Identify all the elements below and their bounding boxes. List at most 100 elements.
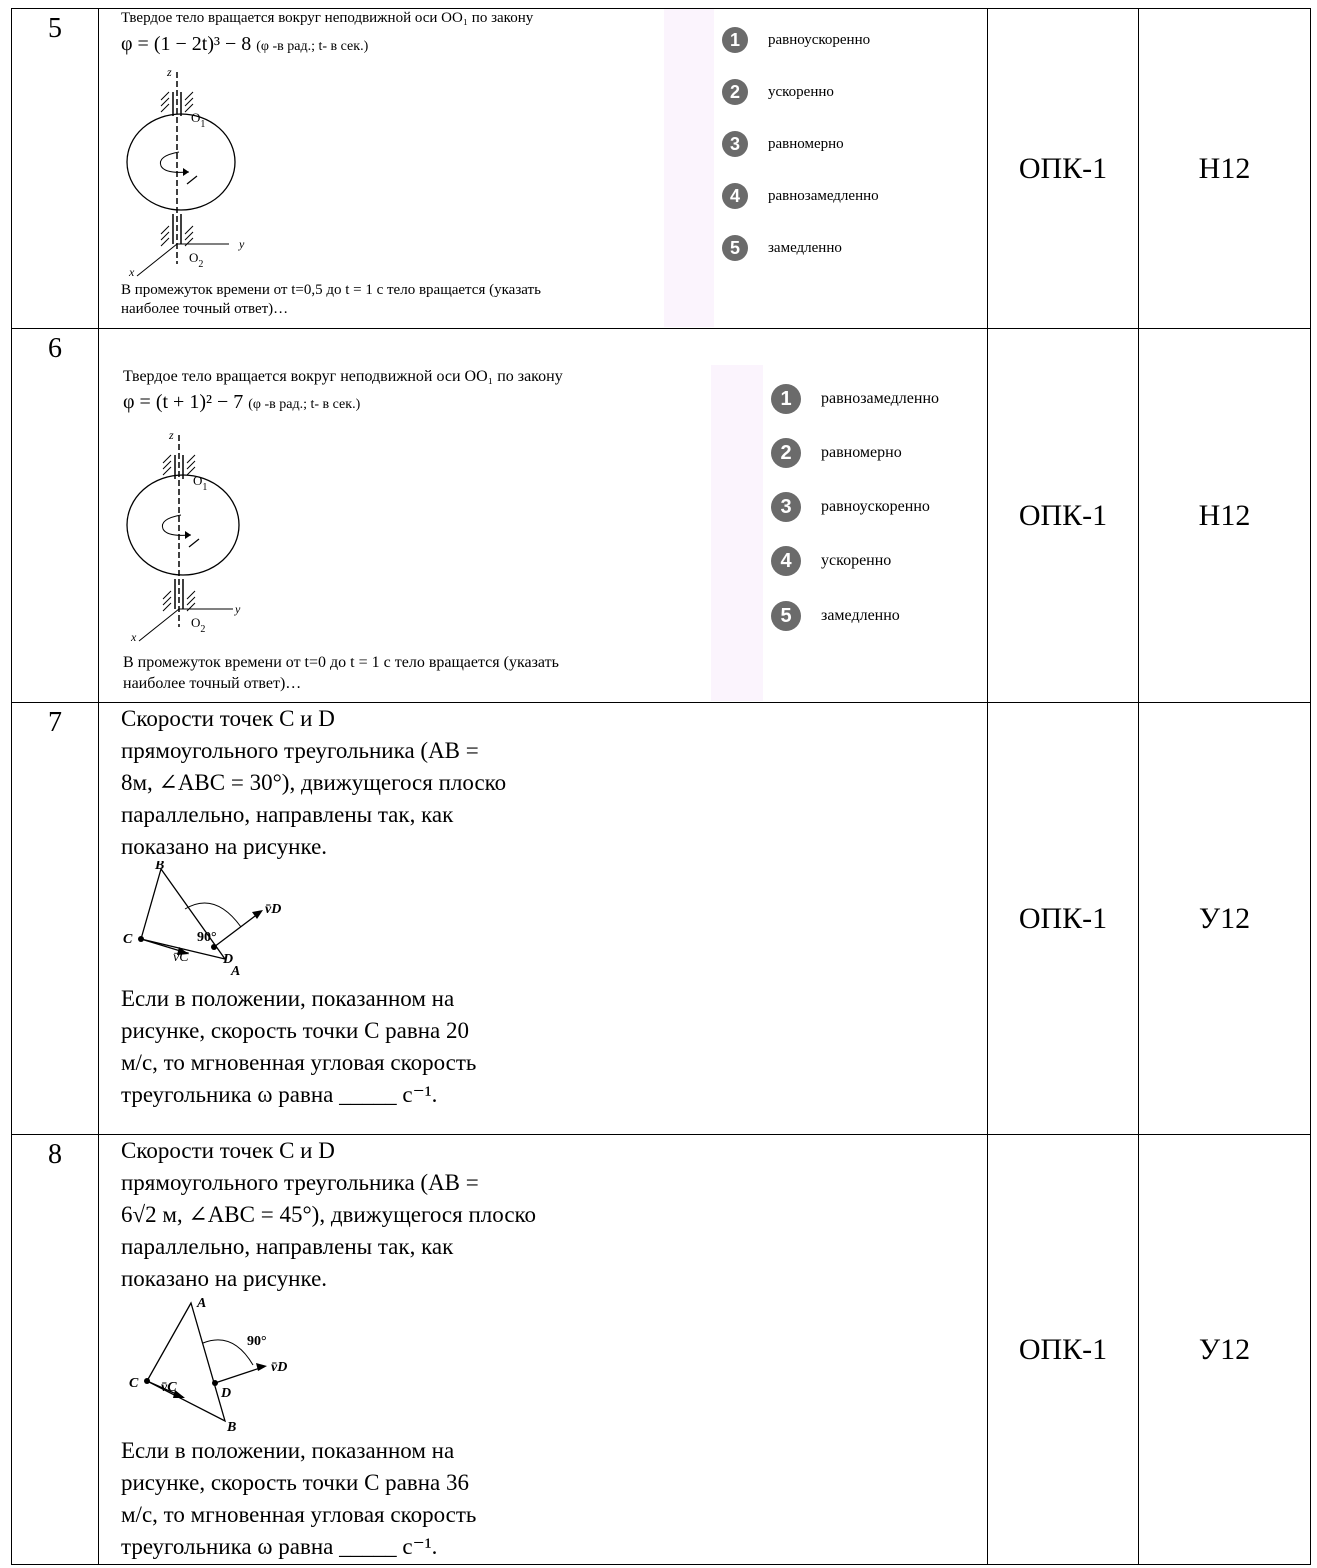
axis-label-z: z xyxy=(168,428,174,442)
table-row: 8 Скорости точек C и D прямоугольного тр… xyxy=(11,1134,1311,1565)
answer-option[interactable]: 5 замедленно xyxy=(771,601,900,631)
competence-code: ОПК-1 xyxy=(987,702,1139,1135)
triangle-figure: B C D A 90° v̄C v̄D xyxy=(123,861,281,979)
option-text: ускоренно xyxy=(768,83,834,100)
option-number-badge: 4 xyxy=(722,183,748,209)
indicator-code: У12 xyxy=(1138,702,1311,1135)
task-content: Скорости точек C и D прямоугольного треу… xyxy=(98,702,988,1135)
task-formula: φ = (1 − 2t)³ − 8 (φ -в рад.; t- в сек.) xyxy=(121,33,368,56)
task-text-bottom: Если в положении, показанном на рисунке,… xyxy=(121,983,476,1111)
answer-option[interactable]: 4 ускоренно xyxy=(771,546,891,576)
label-o2: O2 xyxy=(191,615,205,635)
formula-expression: φ = (1 − 2t)³ − 8 xyxy=(121,33,252,55)
task-line: Если в положении, показанном на xyxy=(121,1438,455,1463)
option-number-badge: 2 xyxy=(722,79,748,105)
task-text-top: Скорости точек C и D прямоугольного треу… xyxy=(121,1135,536,1295)
option-text: ускоренно xyxy=(821,552,892,569)
task-number: 8 xyxy=(11,1134,99,1565)
task-content: Твердое тело вращается вокруг неподвижно… xyxy=(98,8,988,329)
task-number: 7 xyxy=(11,702,99,1135)
option-number-badge: 5 xyxy=(722,235,748,261)
option-text: равноускоренно xyxy=(768,31,871,48)
task-content: Твердое тело вращается вокруг неподвижно… xyxy=(98,328,988,703)
velocity-label-c: v̄C xyxy=(173,950,189,965)
task-line: 8м, ∠ABC = 30°), движущегося плоско xyxy=(121,770,507,795)
answer-option[interactable]: 3 равномерно xyxy=(722,131,844,157)
label-o1: O1 xyxy=(191,110,205,130)
task-content: Скорости точек C и D прямоугольного треу… xyxy=(98,1134,988,1565)
answer-option[interactable]: 2 ускоренно xyxy=(722,79,834,105)
task-line: м/с, то мгновенная угловая скорость xyxy=(121,1050,477,1075)
triangle-figure: A C D B 90° v̄C v̄D xyxy=(129,1296,287,1435)
point-label-a: A xyxy=(230,964,240,979)
point-label-d: D xyxy=(220,1386,231,1401)
formula-expression: φ = (t + 1)² − 7 xyxy=(123,391,244,413)
table-row: 5 Твердое тело вращается вокруг неподвиж… xyxy=(11,8,1311,329)
velocity-label-c: v̄C xyxy=(161,1380,177,1395)
competence-code: ОПК-1 xyxy=(987,1134,1139,1565)
answer-option[interactable]: 1 равноускоренно xyxy=(722,27,870,53)
task-text-bottom: Если в положении, показанном на рисунке,… xyxy=(121,1435,476,1563)
answer-option[interactable]: 4 равнозамедленно xyxy=(722,183,879,209)
point-label-b: B xyxy=(154,861,164,873)
angle-label: 90° xyxy=(247,1334,267,1349)
task-line: рисунке, скорость точки C равна 36 xyxy=(121,1470,469,1495)
option-number-badge: 1 xyxy=(771,384,801,414)
tasks-table: 5 Твердое тело вращается вокруг неподвиж… xyxy=(11,8,1311,1565)
task-question-line: наиболее точный ответ)… xyxy=(123,675,302,692)
table-row: 6 Твердое тело вращается вокруг неподвиж… xyxy=(11,328,1311,703)
label-o1: O1 xyxy=(193,473,207,493)
task-question-line: В промежуток времени от t=0 до t = 1 с т… xyxy=(123,654,559,671)
task-line: параллельно, направлены так, как xyxy=(121,802,454,827)
task-line: Если в положении, показанном на xyxy=(121,986,455,1011)
task-line: треугольника ω равна _____ с⁻¹. xyxy=(121,1082,438,1107)
option-text: равномерно xyxy=(768,135,844,152)
task-number: 6 xyxy=(11,328,99,703)
indicator-code: У12 xyxy=(1138,1134,1311,1565)
option-number-badge: 4 xyxy=(771,546,801,576)
angle-label: 90° xyxy=(197,930,217,945)
option-text: замедленно xyxy=(821,607,900,624)
point-label-c: C xyxy=(123,932,133,947)
indicator-code: Н12 xyxy=(1138,328,1311,703)
task-intro: Твердое тело вращается вокруг неподвижно… xyxy=(123,368,563,385)
point-label-d: D xyxy=(222,952,233,967)
option-text: равномерно xyxy=(821,444,902,461)
option-text: равнозамедленно xyxy=(821,390,940,407)
task-line: показано на рисунке. xyxy=(121,834,328,859)
option-number-badge: 5 xyxy=(771,601,801,631)
formula-units: (φ -в рад.; t- в сек.) xyxy=(256,39,369,54)
velocity-label-d: v̄D xyxy=(271,1360,287,1375)
task-line: Скорости точек C и D xyxy=(121,706,335,731)
task-intro: Твердое тело вращается вокруг неподвижно… xyxy=(121,10,534,26)
task-line: прямоугольного треугольника (AB = xyxy=(121,738,479,763)
task-number: 5 xyxy=(11,8,99,329)
task-question-line: В промежуток времени от t=0,5 до t = 1 с… xyxy=(121,282,541,298)
task-line: 6√2 м, ∠ABC = 45°), движущегося плоско xyxy=(121,1202,537,1227)
axis-label-x: x xyxy=(128,265,135,279)
answer-option[interactable]: 1 равнозамедленно xyxy=(771,384,939,414)
task-formula: φ = (t + 1)² − 7 (φ -в рад.; t- в сек.) xyxy=(123,391,360,414)
task-line: Скорости точек C и D xyxy=(121,1138,335,1163)
competence-code: ОПК-1 xyxy=(987,8,1139,329)
option-number-badge: 1 xyxy=(722,27,748,53)
task-line: треугольника ω равна _____ с⁻¹. xyxy=(121,1534,438,1559)
option-text: равноускоренно xyxy=(821,498,930,515)
label-o2: O2 xyxy=(189,250,203,270)
axis-label-y: y xyxy=(234,602,241,616)
axis-label-x: x xyxy=(130,630,137,644)
axis-label-y: y xyxy=(238,237,245,251)
task-question-line: наиболее точный ответ)… xyxy=(121,301,289,317)
option-text: равнозамедленно xyxy=(768,187,879,204)
axis-label-z: z xyxy=(166,65,172,79)
task-line: показано на рисунке. xyxy=(121,1266,328,1291)
velocity-label-d: v̄D xyxy=(265,902,281,917)
competence-code: ОПК-1 xyxy=(987,328,1139,703)
task-text-top: Скорости точек C и D прямоугольного треу… xyxy=(121,703,506,863)
point-label-b: B xyxy=(226,1420,236,1435)
rotation-diagram: z O1 O2 y x xyxy=(126,65,245,279)
option-number-badge: 3 xyxy=(722,131,748,157)
